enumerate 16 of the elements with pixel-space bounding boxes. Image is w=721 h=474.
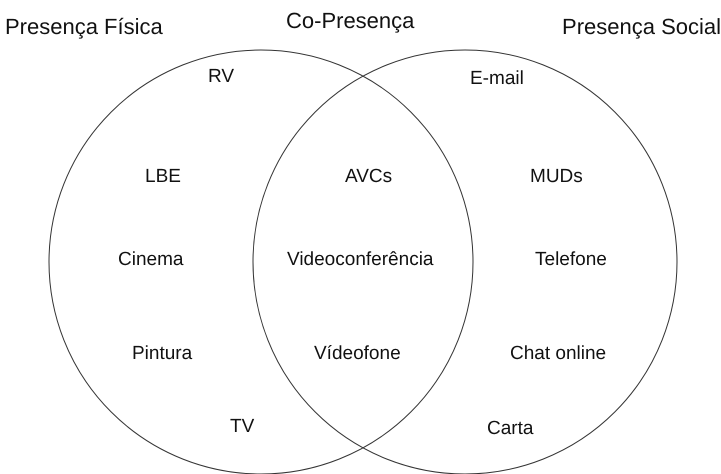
set-item-label: Videoconferência xyxy=(287,249,434,271)
set-item-label: TV xyxy=(230,416,254,438)
intersection-heading: Co-Presença xyxy=(286,8,414,34)
set-item-label: AVCs xyxy=(345,166,392,188)
set-item-label: RV xyxy=(208,66,234,88)
set-item-label: Telefone xyxy=(535,249,607,271)
set-item-label: Cinema xyxy=(118,249,184,271)
set-item-label: Vídeofone xyxy=(314,343,401,365)
set-item-label: Carta xyxy=(487,418,534,440)
set-item-label: Pintura xyxy=(132,343,192,365)
set-heading: Presença Física xyxy=(5,14,163,40)
set-item-label: LBE xyxy=(145,166,181,188)
set-item-label: Chat online xyxy=(510,343,606,365)
set-heading: Presença Social xyxy=(562,14,721,40)
set-item-label: E-mail xyxy=(470,68,524,90)
set-item-label: MUDs xyxy=(530,166,583,188)
